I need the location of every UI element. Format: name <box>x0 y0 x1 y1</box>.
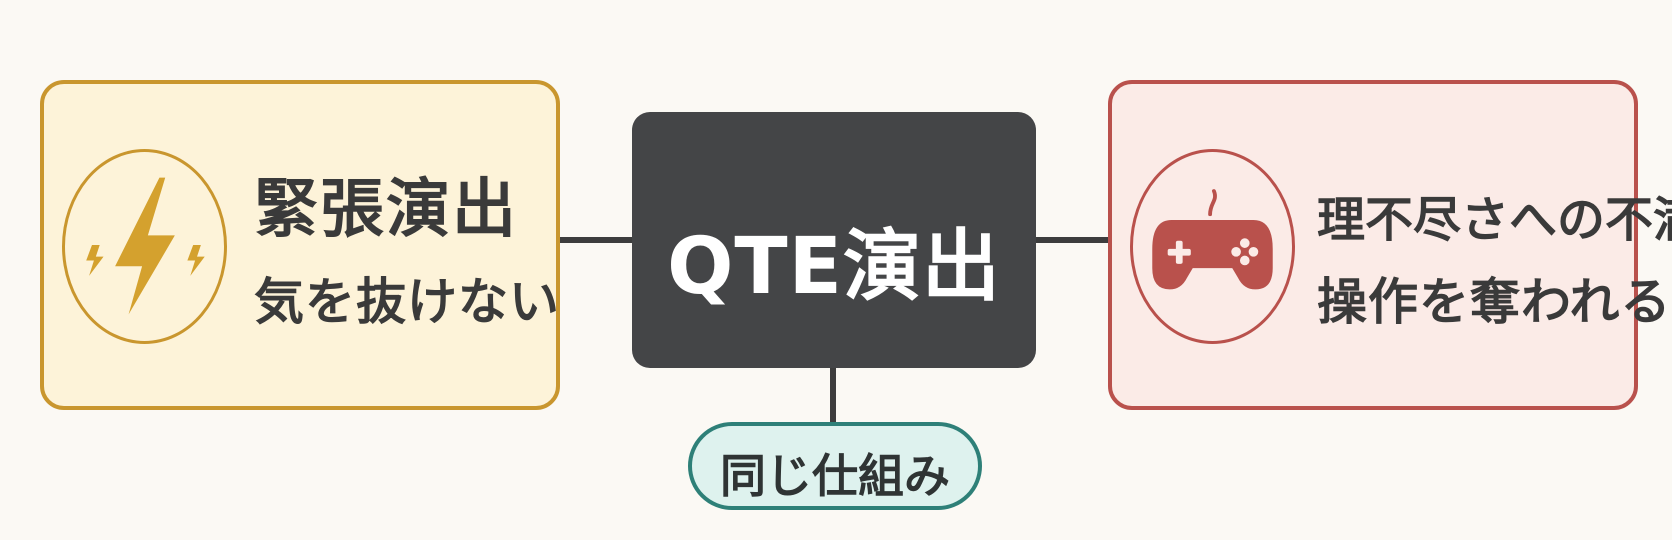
tension-subtitle: 気を抜けない <box>254 273 560 331</box>
frustration-node: 理不尽さへの不満 操作を奪われる <box>1108 80 1672 410</box>
center-node: QTE演出 <box>632 112 1036 368</box>
connector-right <box>1034 237 1111 243</box>
game-controller-icon <box>1152 189 1273 290</box>
connector-bottom <box>830 364 836 426</box>
frustration-subtitle: 操作を奪われる <box>1317 273 1672 331</box>
tension-title: 緊張演出 <box>254 173 518 247</box>
same-mechanism-label: 同じ仕組み <box>720 449 950 503</box>
connector-left <box>558 237 633 243</box>
center-node-label: QTE演出 <box>667 222 1001 312</box>
same-mechanism-node: 同じ仕組み <box>688 422 982 510</box>
tension-node: 緊張演出 気を抜けない <box>40 80 560 410</box>
lightning-bolt-icon <box>86 177 205 315</box>
left-icon-circle <box>62 149 227 344</box>
frustration-title: 理不尽さへの不満 <box>1317 192 1672 248</box>
right-icon-circle <box>1130 149 1295 344</box>
